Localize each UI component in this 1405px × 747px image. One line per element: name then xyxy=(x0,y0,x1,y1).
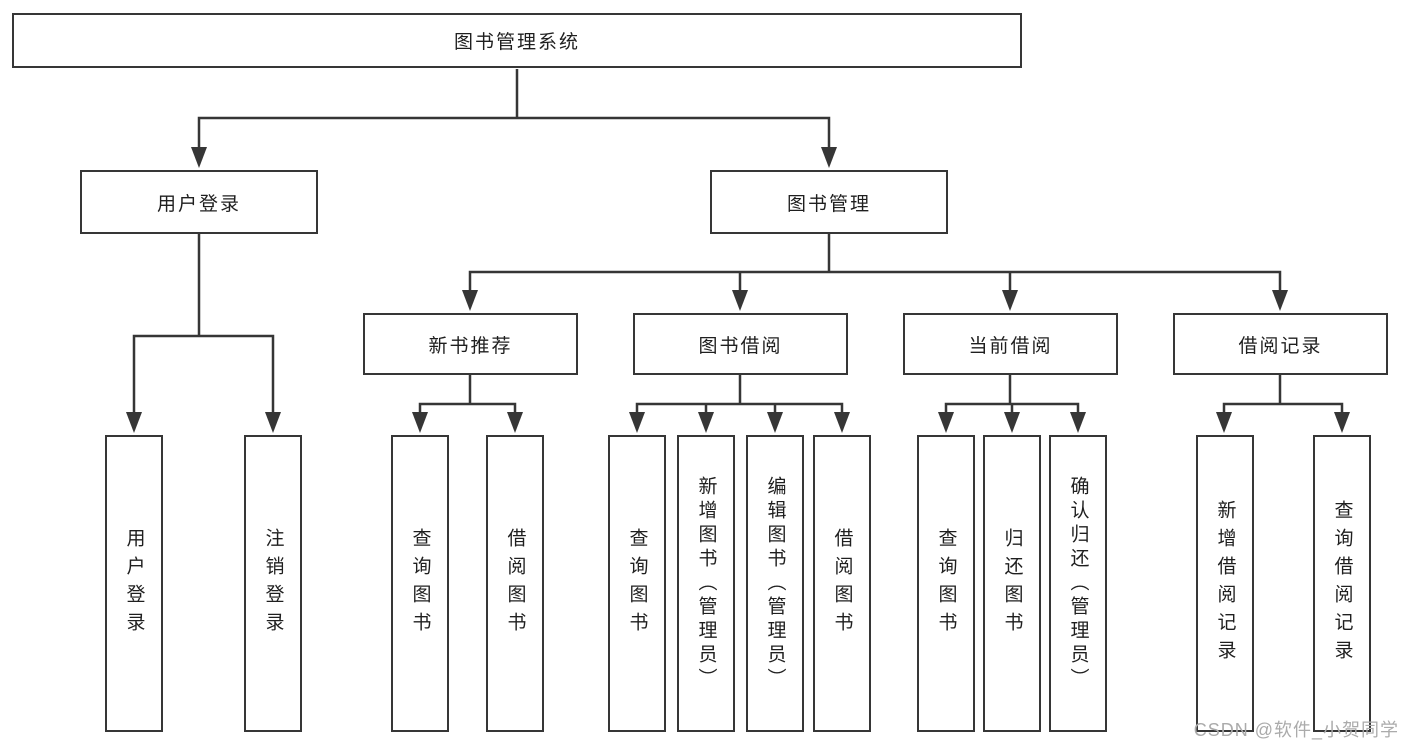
node-book-borrowing: 图书借阅 xyxy=(633,313,848,375)
arrow-down-icon xyxy=(938,412,954,433)
leaf-user-login: 用户登录 xyxy=(105,435,163,732)
arrow-down-icon xyxy=(821,147,837,168)
arrow-down-icon xyxy=(412,412,428,433)
arrow-down-icon xyxy=(1002,290,1018,311)
node-borrowing-records: 借阅记录 xyxy=(1173,313,1388,375)
tree-edges xyxy=(132,69,1344,414)
arrow-down-icon xyxy=(1334,412,1350,433)
leaf-edit-books-admin: 编辑图书（管理员） xyxy=(746,435,804,732)
leaf-query-borrow-record: 查询借阅记录 xyxy=(1313,435,1371,732)
edge-root-split xyxy=(197,69,831,149)
edge-records-split xyxy=(1222,375,1344,414)
edge-user-split xyxy=(132,233,275,414)
arrow-down-icon xyxy=(1004,412,1020,433)
arrow-down-icon xyxy=(629,412,645,433)
node-book-management: 图书管理 xyxy=(710,170,948,234)
leaf-borrow-books-recommend: 借阅图书 xyxy=(486,435,544,732)
node-current-borrowing: 当前借阅 xyxy=(903,313,1118,375)
leaf-borrow-books: 借阅图书 xyxy=(813,435,871,732)
leaf-add-borrow-record: 新增借阅记录 xyxy=(1196,435,1254,732)
leaf-add-books-admin: 新增图书（管理员） xyxy=(677,435,735,732)
arrow-down-icon xyxy=(265,412,281,433)
leaf-confirm-return-admin: 确认归还（管理员） xyxy=(1049,435,1107,732)
leaf-query-books-current: 查询图书 xyxy=(917,435,975,732)
edge-borrow-split xyxy=(635,375,844,414)
leaf-query-books-recommend: 查询图书 xyxy=(391,435,449,732)
arrowhead-icons xyxy=(126,147,1350,433)
node-library-system: 图书管理系统 xyxy=(12,13,1022,68)
arrow-down-icon xyxy=(732,290,748,311)
arrow-down-icon xyxy=(1216,412,1232,433)
leaf-logout: 注销登录 xyxy=(244,435,302,732)
leaf-return-books: 归还图书 xyxy=(983,435,1041,732)
csdn-watermark: CSDN @软件_小贺同学 xyxy=(1193,720,1399,740)
arrow-down-icon xyxy=(1272,290,1288,311)
edge-current-split xyxy=(944,375,1080,414)
arrow-down-icon xyxy=(834,412,850,433)
arrow-down-icon xyxy=(698,412,714,433)
arrow-down-icon xyxy=(126,412,142,433)
edge-newbook-split xyxy=(418,375,517,414)
node-new-book-recommend: 新书推荐 xyxy=(363,313,578,375)
arrow-down-icon xyxy=(462,290,478,311)
arrow-down-icon xyxy=(507,412,523,433)
arrow-down-icon xyxy=(191,147,207,168)
arrow-down-icon xyxy=(767,412,783,433)
edge-mgmt-split xyxy=(468,233,1282,292)
leaf-query-books-borrow: 查询图书 xyxy=(608,435,666,732)
arrow-down-icon xyxy=(1070,412,1086,433)
node-user-login-branch: 用户登录 xyxy=(80,170,318,234)
